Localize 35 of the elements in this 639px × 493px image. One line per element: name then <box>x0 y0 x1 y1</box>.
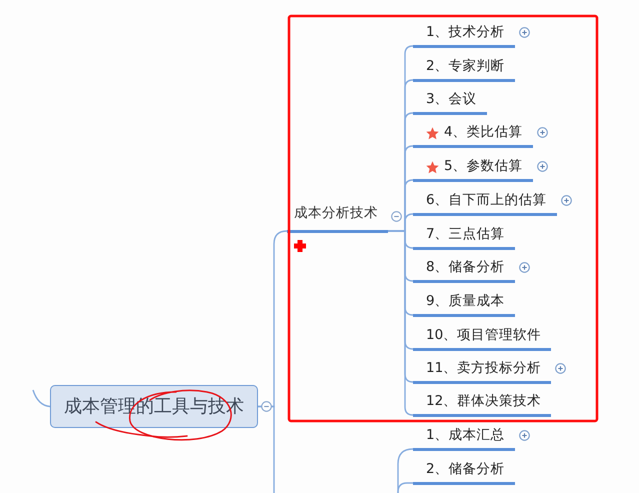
subtopic <box>413 158 533 182</box>
subtopic-text: 4、类比估算 <box>444 126 523 140</box>
subtopic-text: 1、技术分析 <box>426 26 505 40</box>
subtopic-text: 6、自下而上的估算 <box>426 194 547 208</box>
subtopic <box>413 360 551 384</box>
subtopic-text: 3、会议 <box>426 93 477 107</box>
subtopic-text: 7、三点估算 <box>426 228 505 242</box>
subtopic-text: 10、项目管理软件 <box>426 329 542 343</box>
subtopic-text: 5、参数估算 <box>444 160 523 174</box>
subtopic-text: 8、储备分析 <box>426 261 505 275</box>
subtopic <box>413 24 515 48</box>
subtopic-text: 2、专家判断 <box>426 60 505 74</box>
root-topic-box <box>50 385 258 428</box>
connector-line <box>32 390 50 408</box>
branch-topic-text: 成本分析技术 <box>294 207 378 220</box>
subtopic-text: 12、群体决策技术 <box>426 395 542 409</box>
subtopic-text: 1、成本汇总 <box>426 429 505 443</box>
subtopic <box>413 292 515 316</box>
subtopic <box>413 124 533 148</box>
subtopic <box>413 192 557 216</box>
subtopic-text: 11、卖方投标分析 <box>426 362 542 376</box>
subtopic <box>413 392 551 416</box>
connector-line <box>397 482 413 493</box>
subtopic <box>413 426 515 450</box>
subtopic-text: 2、储备分析 <box>426 463 505 477</box>
subtopic <box>413 460 515 484</box>
connector-line <box>388 230 414 416</box>
branch-topic <box>287 205 388 232</box>
subtopic <box>413 258 515 282</box>
subtopic-text: 9、质量成本 <box>426 295 505 309</box>
subtopic <box>413 90 487 114</box>
subtopic <box>413 226 515 250</box>
subtopic <box>413 326 551 350</box>
subtopic <box>413 58 515 82</box>
connector-line <box>258 406 275 493</box>
